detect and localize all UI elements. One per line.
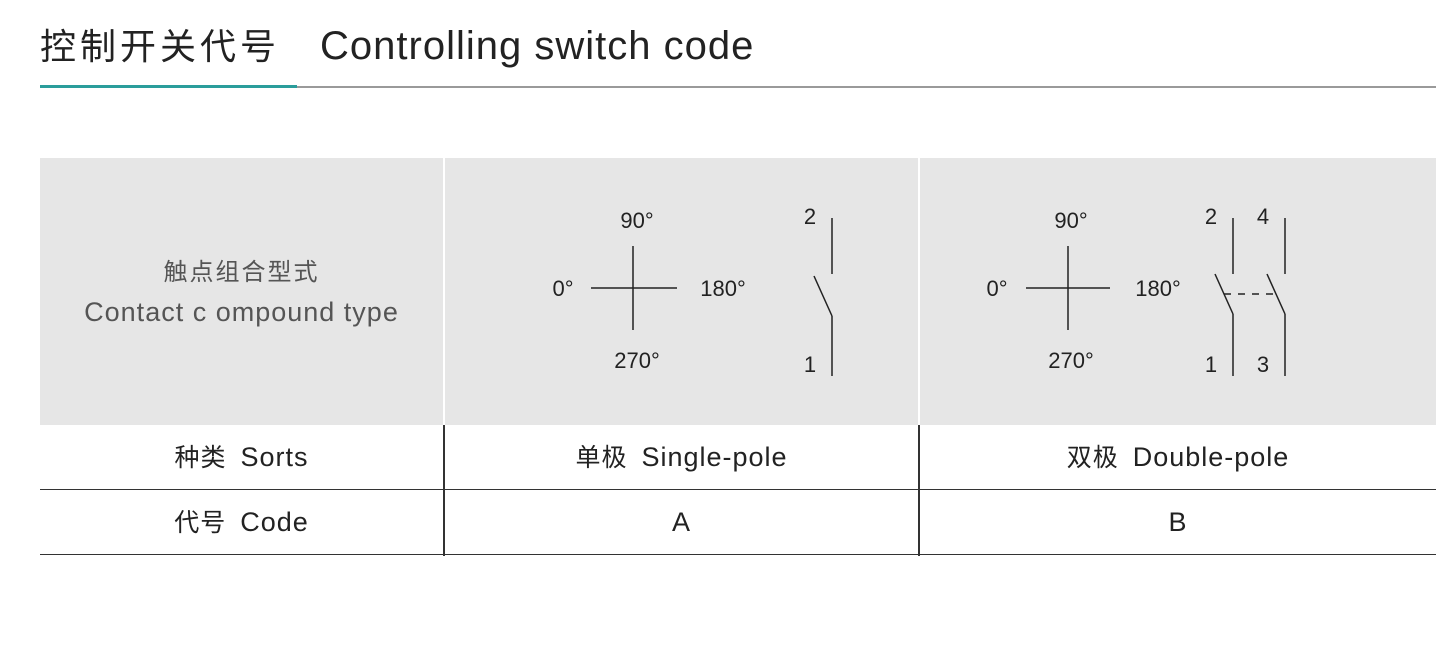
contact-type-row: 触点组合型式 Contact c ompound type 90° 0° 180… (40, 158, 1436, 425)
column-divider (918, 425, 920, 491)
contact-type-label-chinese: 触点组合型式 (163, 258, 320, 286)
single-pole-chinese: 单极 (575, 443, 628, 472)
code-label-chinese: 代号 (174, 508, 227, 537)
double-pole-code: B (1168, 507, 1188, 537)
terminal-2-label: 2 (1205, 204, 1217, 229)
sorts-row: 种类 Sorts 单极 Single-pole 双极 Double-pole (40, 425, 1436, 491)
contact-type-label-english: Contact c ompound type (84, 297, 399, 327)
page-title: 控制开关代号 Controlling switch code (40, 18, 754, 74)
code-label: 代号 Code (40, 490, 443, 554)
angle-90-label: 90° (620, 208, 653, 233)
sorts-label: 种类 Sorts (40, 425, 443, 489)
column-divider (918, 158, 920, 425)
contact-type-label: 触点组合型式 Contact c ompound type (40, 252, 443, 332)
single-pole-diagram-cell: 90° 0° 180° 270° 2 1 (445, 158, 918, 425)
code-row: 代号 Code A B (40, 490, 1436, 556)
terminal-4-label: 4 (1257, 204, 1269, 229)
double-pole-sort: 双极 Double-pole (920, 425, 1436, 489)
double-pole-chinese: 双极 (1066, 443, 1119, 472)
sorts-label-chinese: 种类 (174, 443, 227, 472)
contact-blade (813, 275, 833, 317)
angle-0-label: 0° (552, 276, 573, 301)
column-divider (443, 158, 445, 425)
double-pole-english: Double-pole (1132, 442, 1290, 472)
terminal-1-label: 1 (1205, 352, 1217, 377)
double-pole-diagram-cell: 90° 0° 180° 270° 2 4 1 3 (920, 158, 1436, 425)
angle-90-label: 90° (1054, 208, 1087, 233)
single-pole-diagram: 90° 0° 180° 270° 2 1 (552, 204, 833, 377)
page-title-chinese: 控制开关代号 (40, 27, 281, 68)
title-divider (297, 86, 1436, 88)
column-divider (443, 425, 445, 491)
angle-0-label: 0° (986, 276, 1007, 301)
terminal-1-label: 1 (804, 352, 816, 377)
title-accent-underline (40, 85, 297, 88)
double-pole-diagram: 90° 0° 180° 270° 2 4 1 3 (986, 204, 1286, 377)
page-title-english: Controlling switch code (320, 24, 755, 68)
angle-270-label: 270° (614, 348, 660, 373)
angle-180-label: 180° (700, 276, 746, 301)
single-pole-code: A (671, 507, 691, 537)
column-divider (918, 490, 920, 556)
angle-270-label: 270° (1048, 348, 1094, 373)
column-divider (443, 490, 445, 556)
angle-180-label: 180° (1135, 276, 1181, 301)
single-pole-sort: 单极 Single-pole (445, 425, 918, 489)
terminal-3-label: 3 (1257, 352, 1269, 377)
switch-code-table: 触点组合型式 Contact c ompound type 90° 0° 180… (40, 158, 1436, 556)
single-pole-english: Single-pole (641, 442, 788, 472)
sorts-label-english: Sorts (240, 442, 309, 472)
code-label-english: Code (240, 507, 309, 537)
contact-right-blade (1266, 273, 1286, 315)
terminal-2-label: 2 (804, 204, 816, 229)
